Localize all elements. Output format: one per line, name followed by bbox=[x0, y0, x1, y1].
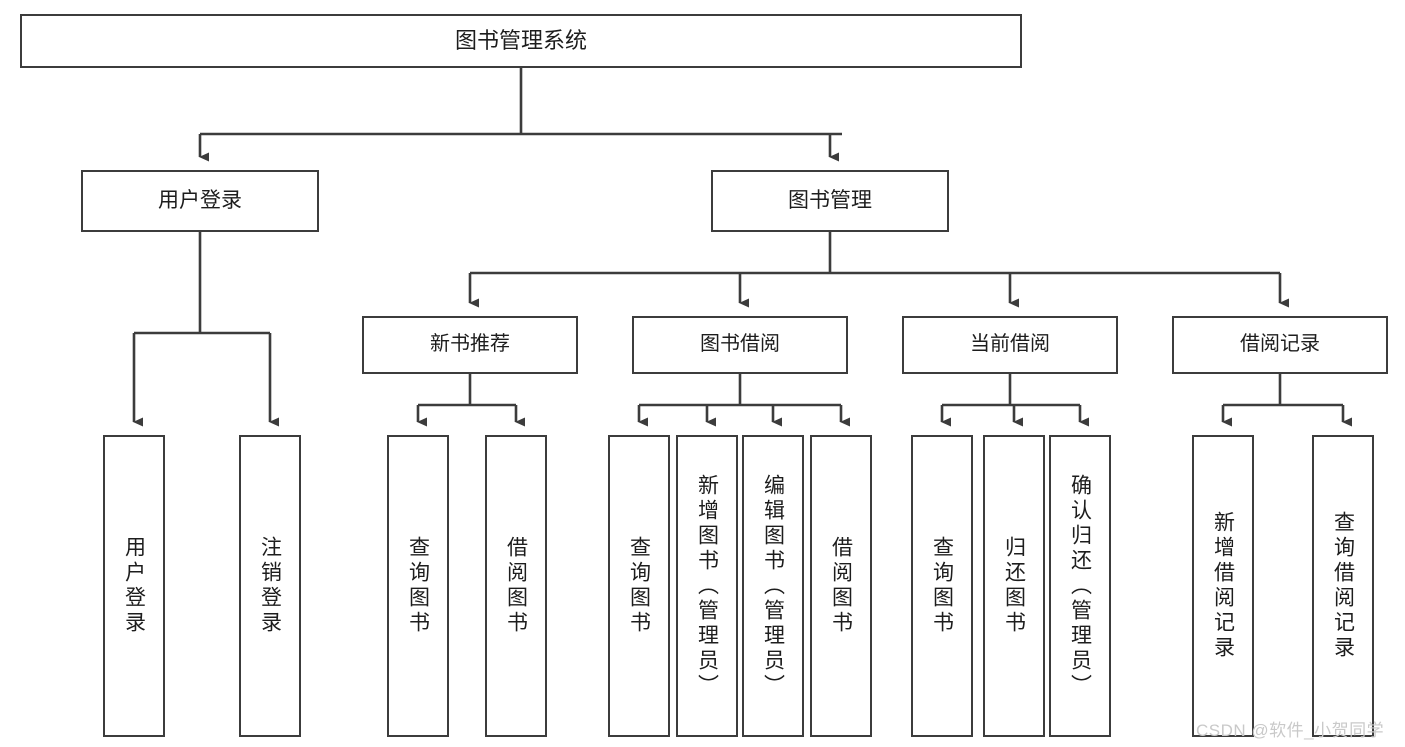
leaf-edit-book[interactable]: 编辑图书（管理员） bbox=[742, 435, 804, 737]
leaf-add-record[interactable]: 新增借阅记录 bbox=[1192, 435, 1254, 737]
leaf-query-book-1-label: 查询图书 bbox=[406, 536, 430, 636]
leaf-add-book-label: 新增图书（管理员） bbox=[695, 473, 719, 699]
leaf-user-login[interactable]: 用户登录 bbox=[103, 435, 165, 737]
node-book-management[interactable]: 图书管理 bbox=[711, 170, 949, 232]
node-user-login-label: 用户登录 bbox=[158, 188, 242, 212]
node-root-label: 图书管理系统 bbox=[454, 28, 587, 54]
node-new-book-recommend-label: 新书推荐 bbox=[430, 333, 510, 356]
leaf-query-book-2-label: 查询图书 bbox=[627, 536, 651, 636]
csdn-watermark: CSDN @软件_小贺同学 bbox=[1196, 721, 1385, 740]
leaf-query-record[interactable]: 查询借阅记录 bbox=[1312, 435, 1374, 737]
node-new-book-recommend[interactable]: 新书推荐 bbox=[362, 316, 578, 374]
leaf-borrow-book-1-label: 借阅图书 bbox=[504, 536, 528, 636]
leaf-query-book-2[interactable]: 查询图书 bbox=[608, 435, 670, 737]
leaf-query-record-label: 查询借阅记录 bbox=[1331, 511, 1355, 661]
node-current-borrow[interactable]: 当前借阅 bbox=[902, 316, 1118, 374]
leaf-user-login-label: 用户登录 bbox=[122, 536, 146, 636]
leaf-query-book-1[interactable]: 查询图书 bbox=[387, 435, 449, 737]
leaf-return-book-label: 归还图书 bbox=[1002, 536, 1026, 636]
node-borrow-record[interactable]: 借阅记录 bbox=[1172, 316, 1388, 374]
leaf-edit-book-label: 编辑图书（管理员） bbox=[761, 473, 785, 699]
node-root[interactable]: 图书管理系统 bbox=[20, 14, 1022, 68]
node-book-management-label: 图书管理 bbox=[788, 188, 872, 212]
leaf-user-logout-label: 注销登录 bbox=[258, 536, 282, 636]
node-book-borrow-label: 图书借阅 bbox=[700, 333, 780, 356]
leaf-user-logout[interactable]: 注销登录 bbox=[239, 435, 301, 737]
node-borrow-record-label: 借阅记录 bbox=[1240, 333, 1320, 356]
leaf-borrow-book-2[interactable]: 借阅图书 bbox=[810, 435, 872, 737]
leaf-borrow-book-2-label: 借阅图书 bbox=[829, 536, 853, 636]
leaf-query-book-3[interactable]: 查询图书 bbox=[911, 435, 973, 737]
leaf-add-book[interactable]: 新增图书（管理员） bbox=[676, 435, 738, 737]
leaf-confirm-return[interactable]: 确认归还（管理员） bbox=[1049, 435, 1111, 737]
node-current-borrow-label: 当前借阅 bbox=[970, 333, 1050, 356]
leaf-add-record-label: 新增借阅记录 bbox=[1211, 511, 1235, 661]
node-user-login[interactable]: 用户登录 bbox=[81, 170, 319, 232]
node-book-borrow[interactable]: 图书借阅 bbox=[632, 316, 848, 374]
leaf-confirm-return-label: 确认归还（管理员） bbox=[1068, 473, 1092, 699]
leaf-borrow-book-1[interactable]: 借阅图书 bbox=[485, 435, 547, 737]
leaf-return-book[interactable]: 归还图书 bbox=[983, 435, 1045, 737]
leaf-query-book-3-label: 查询图书 bbox=[930, 536, 954, 636]
